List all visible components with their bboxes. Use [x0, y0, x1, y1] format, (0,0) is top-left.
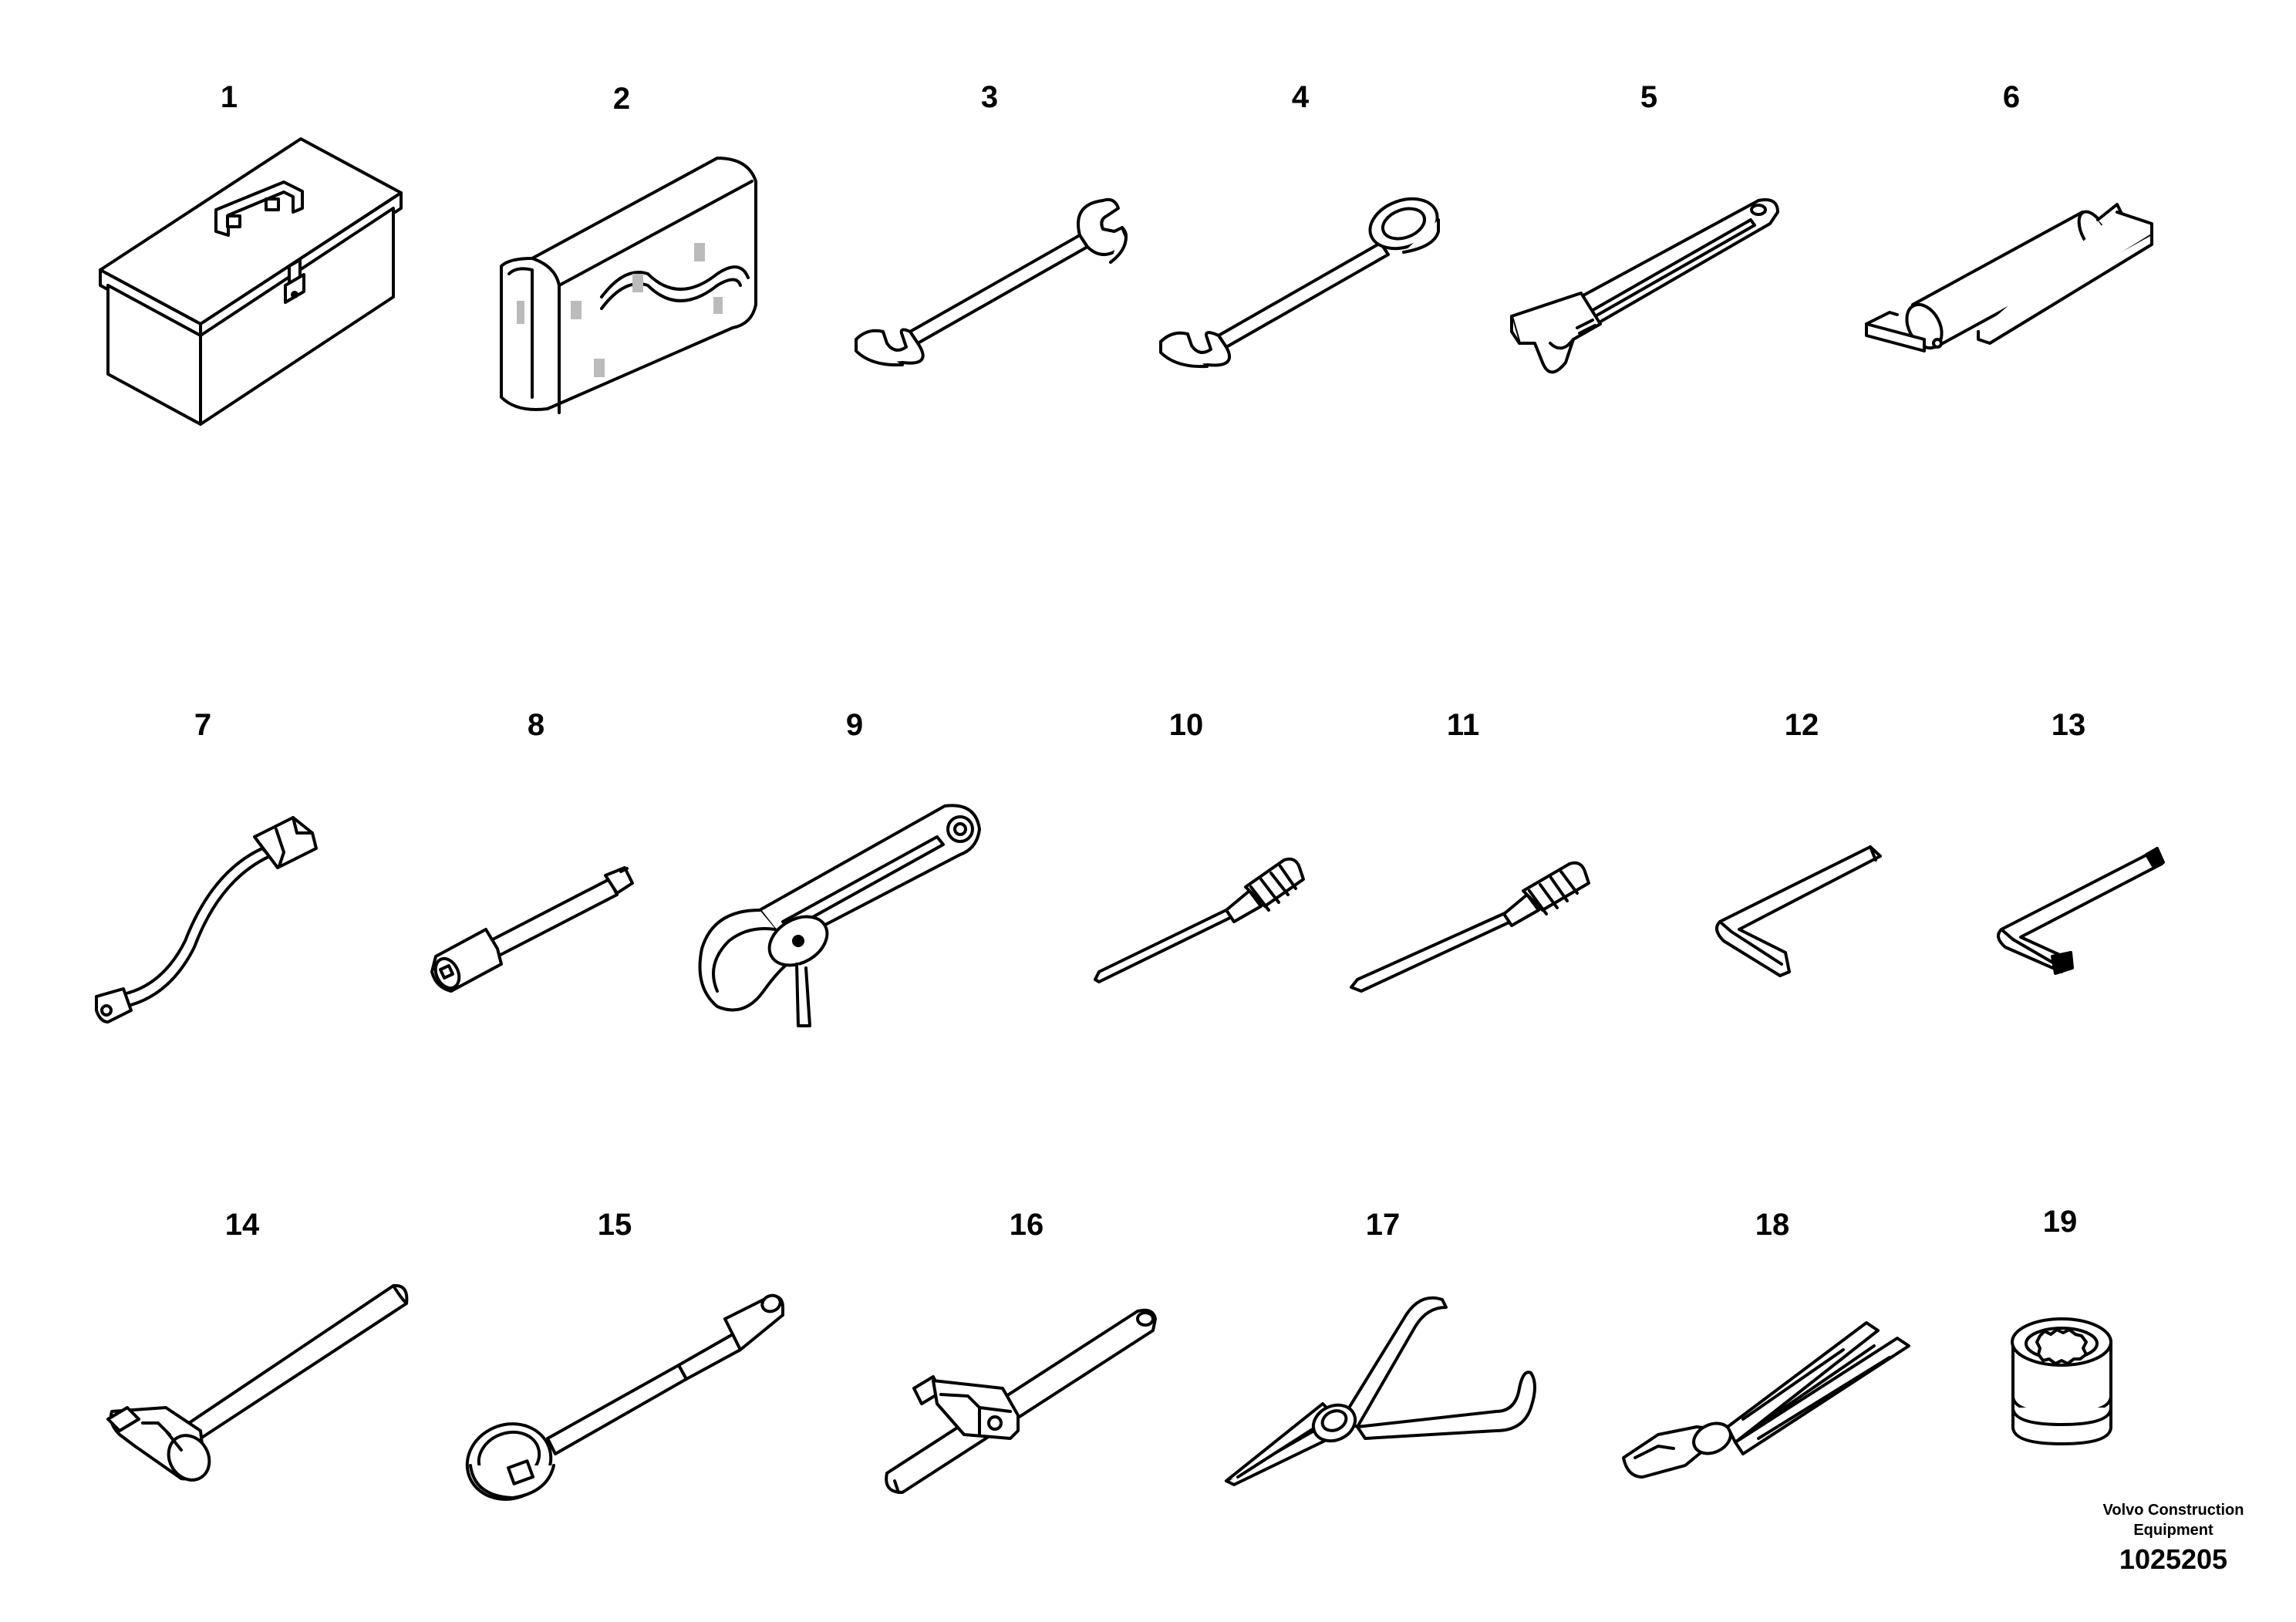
open-end-wrench-icon: [848, 189, 1141, 366]
t-handle-icon: [864, 1296, 1172, 1496]
item-number-2: 2: [612, 82, 631, 116]
item-number-4: 4: [1291, 80, 1310, 114]
socket-extension-icon: [420, 841, 652, 995]
item-number-6: 6: [2002, 80, 2021, 114]
brand-name-line1: Volvo Construction: [2102, 1502, 2244, 1519]
hammer-icon: [96, 1276, 420, 1492]
item-number-8: 8: [527, 708, 545, 742]
item-number-14: 14: [224, 1208, 260, 1242]
item-number-5: 5: [1640, 80, 1658, 114]
strap-wrench-icon: [683, 794, 991, 1026]
item-number-17: 17: [1365, 1208, 1401, 1242]
needle-nose-pliers-icon: [1219, 1288, 1542, 1489]
combination-wrench-icon: [1149, 189, 1450, 366]
item-number-11: 11: [1446, 708, 1480, 742]
adjustable-wrench-icon: [1496, 185, 1789, 386]
item-number-3: 3: [980, 80, 999, 114]
bent-socket-wrench-icon: [77, 794, 339, 1026]
slip-joint-pliers-icon: [1612, 1311, 1920, 1489]
item-number-10: 10: [1168, 708, 1204, 742]
item-number-1: 1: [220, 80, 238, 114]
item-number-7: 7: [194, 708, 212, 742]
socket-icon: [2001, 1311, 2125, 1450]
item-number-16: 16: [1009, 1208, 1044, 1242]
document-number: 1025205: [2119, 1543, 2228, 1575]
item-number-15: 15: [597, 1208, 632, 1242]
item-number-9: 9: [845, 708, 864, 742]
toolbox-icon: [93, 131, 416, 432]
item-number-18: 18: [1755, 1208, 1790, 1242]
ratchet-handle-icon: [455, 1273, 794, 1504]
hex-key-icon: [1704, 841, 1897, 980]
item-number-19: 19: [2042, 1205, 2078, 1239]
torx-key-icon: [1986, 841, 2186, 980]
brand-name-line2: Equipment: [2133, 1522, 2213, 1539]
grease-gun-icon: [1851, 189, 2159, 374]
tool-bag-icon: [486, 150, 764, 420]
item-number-13: 13: [2051, 708, 2086, 742]
item-number-12: 12: [1784, 708, 1819, 742]
flat-screwdriver-icon: [1342, 833, 1604, 1003]
phillips-screwdriver-icon: [1080, 833, 1311, 987]
